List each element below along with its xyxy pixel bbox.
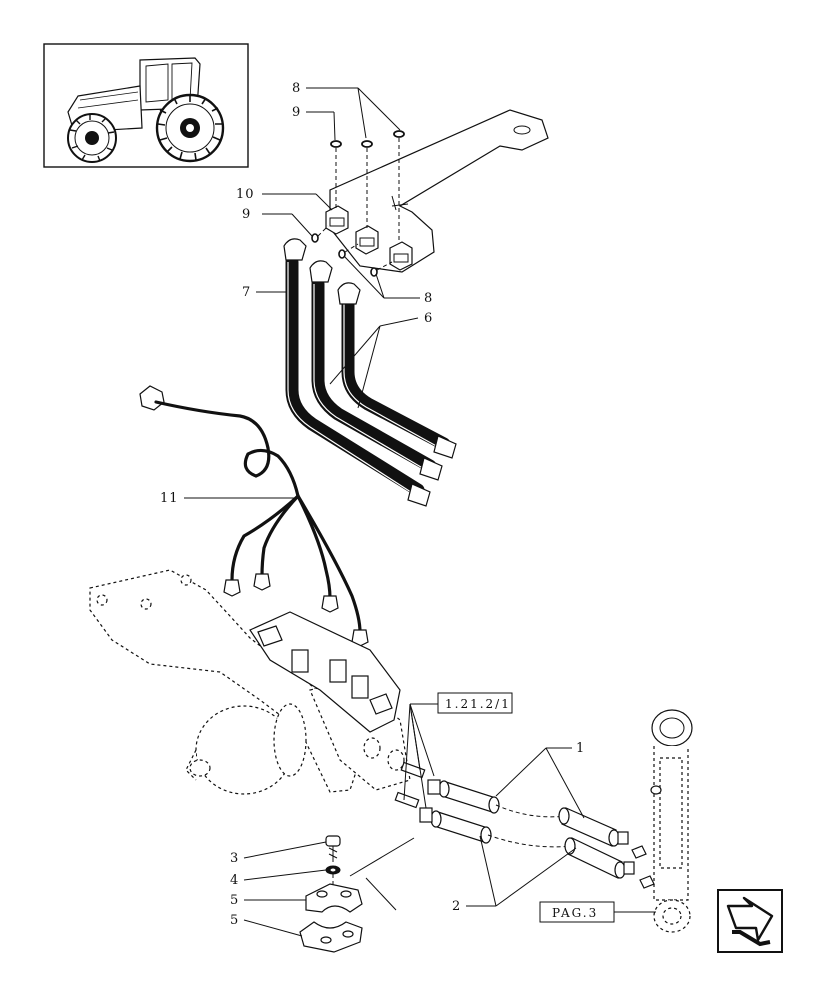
callout-1: 1 [576, 741, 585, 756]
hydraulic-hose-6b [337, 282, 457, 459]
reference-box-top[interactable]: 1.21.2/1 [437, 692, 513, 714]
callout-9-mid: 9 [242, 207, 251, 222]
valve-fittings [394, 761, 426, 809]
callout-8-top: 8 [292, 81, 301, 96]
washers-top [311, 130, 405, 277]
reference-label-bottom: PAG.3 [552, 906, 598, 920]
callout-3: 3 [230, 851, 239, 866]
callout-5-upper: 5 [230, 893, 239, 908]
hydraulic-hose-7 [283, 238, 431, 507]
callout-9-top: 9 [292, 105, 301, 120]
clamp-assembly [299, 835, 415, 953]
callout-4: 4 [230, 873, 239, 888]
hydraulic-cylinder [631, 709, 693, 933]
callout-11: 11 [160, 491, 179, 506]
callout-7: 7 [242, 285, 251, 300]
callout-leaders [184, 87, 656, 937]
callout-10: 10 [236, 187, 255, 202]
reference-label-top: 1.21.2/1 [445, 697, 511, 711]
bracket-fitting-1 [325, 205, 349, 235]
mounting-bracket [329, 109, 549, 273]
callout-8-mid: 8 [424, 291, 433, 306]
tractor-thumbnail-icon [43, 43, 249, 168]
callout-5-lower: 5 [230, 913, 239, 928]
reference-box-bottom[interactable]: PAG.3 [539, 901, 615, 923]
valve-block [249, 611, 401, 733]
bracket-fitting-3 [389, 241, 413, 271]
callout-2: 2 [452, 899, 461, 914]
chassis-frame [89, 569, 411, 795]
hydraulic-pipe-1 [427, 779, 629, 847]
next-page-arrow-icon[interactable] [717, 889, 783, 953]
hydraulic-pipe-2 [419, 807, 635, 879]
bracket-fitting-2 [355, 225, 379, 255]
callout-6: 6 [424, 311, 433, 326]
wiring-harness-11 [139, 385, 369, 647]
hydraulic-hose-6a [309, 260, 443, 481]
